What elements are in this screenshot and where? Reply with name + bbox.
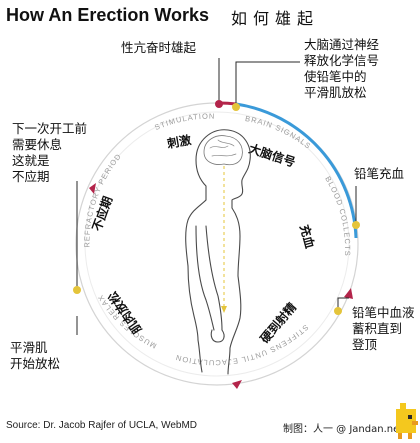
callout-blood-accumulate: 铅笔中血液 蓄积直到 登顶 <box>352 305 415 352</box>
ring-label-blood-collects: BLOOD COLLECTS <box>323 175 352 257</box>
inner-ring <box>84 111 350 377</box>
signal-arc <box>235 102 358 239</box>
nerve-arrow <box>221 306 227 313</box>
callout-muscle-relax: 平滑肌 开始放松 <box>10 340 61 371</box>
chart-title-chinese: 如何雄起 <box>231 9 320 28</box>
chart-title: How An Erection Works <box>6 5 210 25</box>
author-credit: 制图：人一 @ Jandan.net <box>283 424 404 435</box>
human-figure-illustration <box>185 129 251 375</box>
ring-label-stimulation: STIMULATION <box>153 112 215 132</box>
ring-label-stiffens: STIFFENS UNTIL EJACULATION <box>174 323 310 367</box>
node-relax <box>73 286 81 294</box>
callout-pencil-fill: 铅笔充血 <box>354 166 405 181</box>
stage-label-brain-signals: 大脑信号 <box>247 141 297 170</box>
callout-refractory: 下一次开工前 需要休息 这就是 不应期 <box>12 121 88 184</box>
callout-brain-signal: 大脑通过神经 释放化学信号 使铅笔中的 平滑肌放松 <box>304 37 380 100</box>
leader-lines <box>76 58 357 335</box>
source-credit: Source: Dr. Jacob Rajfer of UCLA, WebMD <box>6 420 197 431</box>
jandan-mascot-icon <box>396 403 418 439</box>
node-brain <box>232 103 240 111</box>
stage-label-blood-collects: 充血 <box>297 223 318 250</box>
node-blood <box>352 221 360 229</box>
node-peak <box>334 307 342 315</box>
stage-label-stimulation: 刺激 <box>165 132 192 151</box>
callout-arousal: 性亢奋时雄起 <box>121 40 197 55</box>
ring-arrows <box>89 183 353 389</box>
node-arousal <box>215 100 223 108</box>
